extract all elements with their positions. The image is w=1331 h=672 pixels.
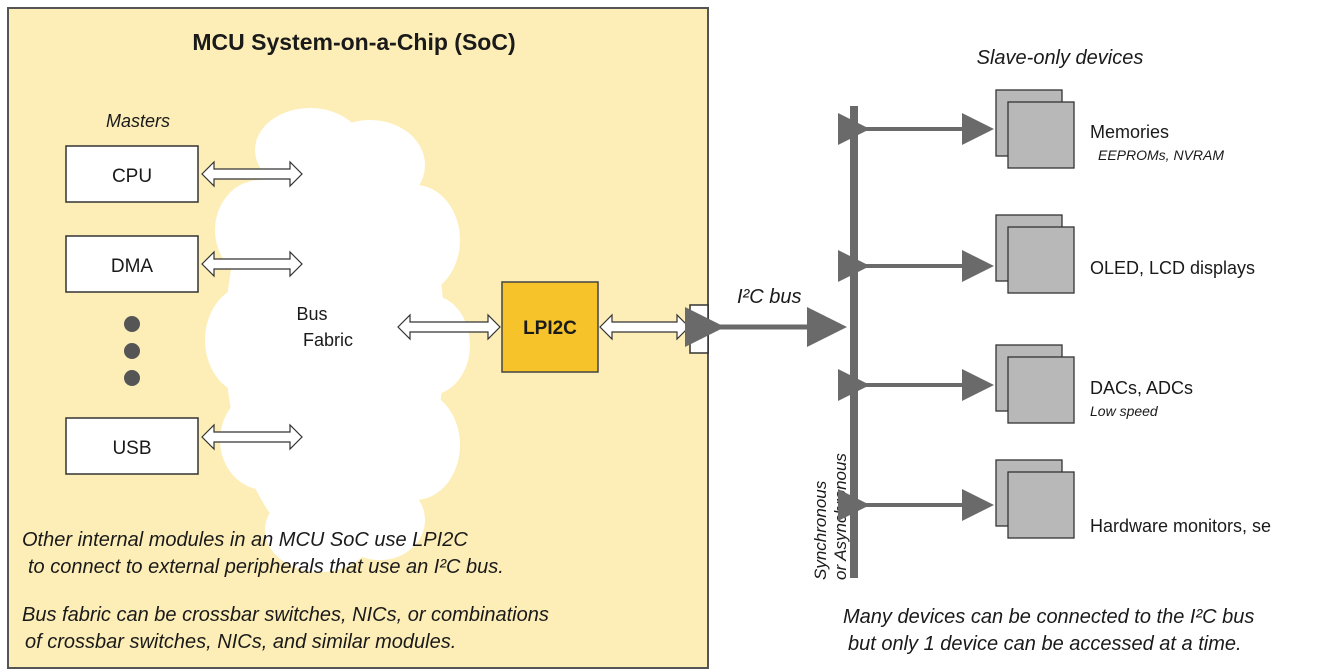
- ellipsis-dot-icon: [124, 370, 140, 386]
- device-monitors-name: Hardware monitors, se: [1090, 516, 1271, 536]
- master-dma-box: [65, 235, 199, 293]
- soc-title: MCU System-on-a-Chip (SoC): [192, 29, 515, 55]
- slaves-title: Slave-only devices: [977, 47, 1144, 69]
- lpi2c-block: [501, 281, 599, 373]
- master-usb-label: USB: [112, 438, 151, 459]
- device-memories-name: Memories: [1090, 122, 1169, 142]
- pin-connector: [689, 304, 709, 354]
- master-dma-label: DMA: [111, 256, 154, 277]
- lpi2c-label: LPI2C: [523, 318, 577, 339]
- slaves-footer-line1: Many devices can be connected to the I²C…: [843, 606, 1254, 628]
- device-displays-name: OLED, LCD displays: [1090, 258, 1255, 278]
- soc-note1-line2: to connect to external peripherals that …: [28, 556, 504, 578]
- device-converters-sub: Low speed: [1090, 403, 1159, 419]
- bus-vertical-labels: Synchronous or Asynchronous: [811, 453, 850, 580]
- vertical-bus-line: [850, 106, 858, 578]
- device-converters-name: DACs, ADCs: [1090, 378, 1193, 398]
- master-usb-box: [65, 417, 199, 475]
- usb-fabric-arrow-icon: [201, 423, 303, 451]
- master-cpu-box: [65, 145, 199, 203]
- ellipsis-dot-icon: [124, 343, 140, 359]
- fabric-lpi2c-arrow-icon: [397, 313, 501, 341]
- dma-fabric-arrow-icon: [201, 250, 303, 278]
- soc-note1-line1: Other internal modules in an MCU SoC use…: [22, 529, 468, 551]
- fabric-label-line2: Fabric: [303, 330, 353, 350]
- soc-note2-line2: of crossbar switches, NICs, and similar …: [25, 631, 456, 653]
- slaves-footer-line2: but only 1 device can be accessed at a t…: [848, 633, 1242, 655]
- masters-label: Masters: [106, 111, 170, 131]
- fabric-label-line1: Bus: [296, 304, 327, 324]
- master-cpu-label: CPU: [112, 166, 152, 187]
- i2c-bus-label: I²C bus: [737, 286, 801, 308]
- cpu-fabric-arrow-icon: [201, 160, 303, 188]
- device-memories-sub: EEPROMs, NVRAM: [1098, 147, 1224, 163]
- bus-sync-label: Synchronous: [811, 480, 830, 580]
- bus-fabric-cloud: [205, 108, 470, 572]
- ellipsis-dot-icon: [124, 316, 140, 332]
- device-monitors-icon: [995, 459, 1075, 539]
- device-displays-icon: [995, 214, 1075, 294]
- bus-async-label: or Asynchronous: [831, 453, 850, 580]
- device-converters-icon: [995, 344, 1075, 424]
- device-memories-icon: [995, 89, 1075, 169]
- soc-note2-line1: Bus fabric can be crossbar switches, NIC…: [22, 604, 549, 626]
